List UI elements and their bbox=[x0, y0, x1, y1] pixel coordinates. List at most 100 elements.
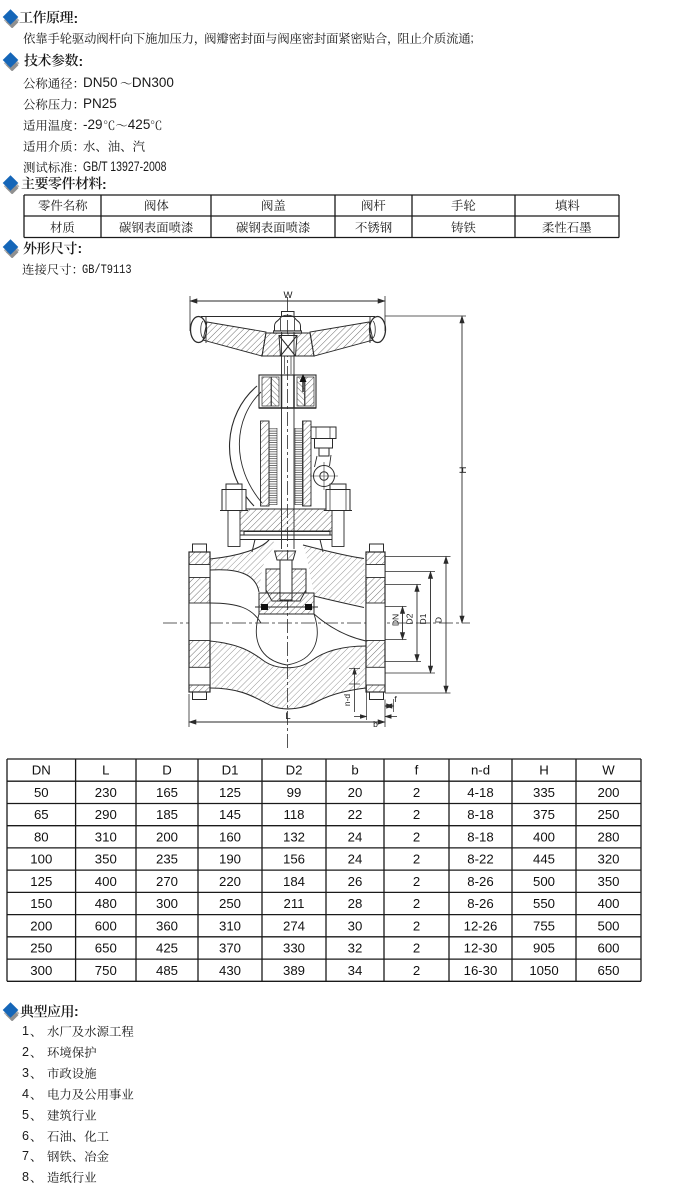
svg-text:755: 755 bbox=[533, 918, 555, 933]
svg-text:118: 118 bbox=[283, 807, 304, 822]
svg-text:12-26: 12-26 bbox=[464, 918, 498, 933]
svg-text:28: 28 bbox=[348, 896, 363, 911]
svg-text:290: 290 bbox=[95, 807, 117, 822]
svg-text:2: 2 bbox=[413, 874, 420, 889]
svg-text:400: 400 bbox=[597, 896, 619, 911]
svg-text:2: 2 bbox=[413, 941, 420, 956]
svg-text:190: 190 bbox=[219, 852, 241, 867]
svg-text:8-26: 8-26 bbox=[467, 874, 493, 889]
svg-text:H: H bbox=[458, 466, 469, 473]
svg-text:D: D bbox=[434, 617, 444, 623]
svg-text:250: 250 bbox=[597, 807, 619, 822]
svg-text:f: f bbox=[415, 763, 419, 778]
svg-text:24: 24 bbox=[348, 852, 363, 867]
svg-text:2: 2 bbox=[413, 829, 420, 844]
svg-text:274: 274 bbox=[283, 918, 305, 933]
svg-text:200: 200 bbox=[156, 829, 178, 844]
svg-text:b: b bbox=[373, 719, 378, 729]
svg-text:34: 34 bbox=[348, 963, 363, 978]
svg-text:2: 2 bbox=[413, 852, 420, 867]
svg-text:150: 150 bbox=[30, 896, 52, 911]
svg-text:750: 750 bbox=[95, 963, 117, 978]
svg-text:30: 30 bbox=[348, 918, 363, 933]
svg-text:2: 2 bbox=[413, 918, 420, 933]
svg-text:8-18: 8-18 bbox=[467, 829, 493, 844]
svg-text:165: 165 bbox=[156, 785, 178, 800]
svg-text:b: b bbox=[351, 763, 358, 778]
svg-text:f: f bbox=[394, 694, 397, 704]
svg-text:550: 550 bbox=[533, 896, 555, 911]
svg-text:8-22: 8-22 bbox=[467, 852, 493, 867]
svg-text:300: 300 bbox=[30, 963, 52, 978]
svg-text:650: 650 bbox=[597, 963, 619, 978]
svg-text:400: 400 bbox=[95, 874, 117, 889]
svg-text:L: L bbox=[285, 711, 290, 722]
svg-text:n-d: n-d bbox=[342, 694, 352, 707]
svg-text:D1: D1 bbox=[418, 613, 428, 624]
svg-text:99: 99 bbox=[287, 785, 302, 800]
svg-text:132: 132 bbox=[283, 829, 305, 844]
svg-text:n-d: n-d bbox=[471, 763, 490, 778]
svg-text:300: 300 bbox=[156, 896, 178, 911]
svg-text:480: 480 bbox=[95, 896, 117, 911]
svg-text:200: 200 bbox=[30, 918, 52, 933]
svg-text:100: 100 bbox=[30, 852, 52, 867]
svg-text:430: 430 bbox=[219, 963, 241, 978]
svg-text:22: 22 bbox=[348, 807, 363, 822]
svg-text:200: 200 bbox=[597, 785, 619, 800]
svg-text:500: 500 bbox=[533, 874, 555, 889]
svg-text:350: 350 bbox=[95, 852, 117, 867]
svg-text:65: 65 bbox=[34, 807, 49, 822]
svg-text:16-30: 16-30 bbox=[464, 963, 498, 978]
svg-text:270: 270 bbox=[156, 874, 178, 889]
svg-text:32: 32 bbox=[348, 941, 363, 956]
svg-text:DN: DN bbox=[32, 763, 51, 778]
svg-text:W: W bbox=[602, 763, 615, 778]
svg-text:2: 2 bbox=[413, 896, 420, 911]
svg-text:4-18: 4-18 bbox=[467, 785, 493, 800]
svg-text:375: 375 bbox=[533, 807, 555, 822]
svg-text:2: 2 bbox=[413, 785, 420, 800]
svg-text:DN: DN bbox=[391, 614, 401, 626]
svg-text:D: D bbox=[162, 763, 172, 778]
svg-text:500: 500 bbox=[597, 918, 619, 933]
svg-text:80: 80 bbox=[34, 829, 49, 844]
svg-text:L: L bbox=[102, 763, 109, 778]
svg-text:24: 24 bbox=[348, 829, 363, 844]
svg-text:160: 160 bbox=[219, 829, 241, 844]
svg-text:H: H bbox=[539, 763, 549, 778]
svg-text:184: 184 bbox=[283, 874, 305, 889]
svg-text:2: 2 bbox=[413, 807, 420, 822]
svg-text:220: 220 bbox=[219, 874, 241, 889]
svg-text:650: 650 bbox=[95, 941, 117, 956]
svg-text:185: 185 bbox=[156, 807, 178, 822]
svg-text:600: 600 bbox=[95, 918, 117, 933]
svg-text:20: 20 bbox=[348, 785, 363, 800]
svg-text:330: 330 bbox=[283, 941, 305, 956]
svg-text:8-18: 8-18 bbox=[467, 807, 493, 822]
svg-text:211: 211 bbox=[283, 896, 304, 911]
svg-text:425: 425 bbox=[156, 941, 178, 956]
svg-text:350: 350 bbox=[597, 874, 619, 889]
svg-text:W: W bbox=[284, 290, 293, 301]
svg-text:156: 156 bbox=[283, 852, 305, 867]
svg-text:360: 360 bbox=[156, 918, 178, 933]
svg-text:D2: D2 bbox=[286, 763, 303, 778]
svg-text:50: 50 bbox=[34, 785, 49, 800]
svg-text:905: 905 bbox=[533, 941, 555, 956]
svg-text:280: 280 bbox=[597, 829, 619, 844]
svg-text:485: 485 bbox=[156, 963, 178, 978]
svg-text:1050: 1050 bbox=[529, 963, 558, 978]
svg-text:310: 310 bbox=[219, 918, 241, 933]
svg-text:400: 400 bbox=[533, 829, 555, 844]
svg-text:230: 230 bbox=[95, 785, 117, 800]
svg-text:145: 145 bbox=[219, 807, 241, 822]
svg-text:235: 235 bbox=[156, 852, 178, 867]
svg-text:8-26: 8-26 bbox=[467, 896, 493, 911]
svg-text:D2: D2 bbox=[405, 613, 415, 624]
svg-text:310: 310 bbox=[95, 829, 117, 844]
svg-text:445: 445 bbox=[533, 852, 555, 867]
svg-text:2: 2 bbox=[413, 963, 420, 978]
svg-text:389: 389 bbox=[283, 963, 305, 978]
svg-text:335: 335 bbox=[533, 785, 555, 800]
